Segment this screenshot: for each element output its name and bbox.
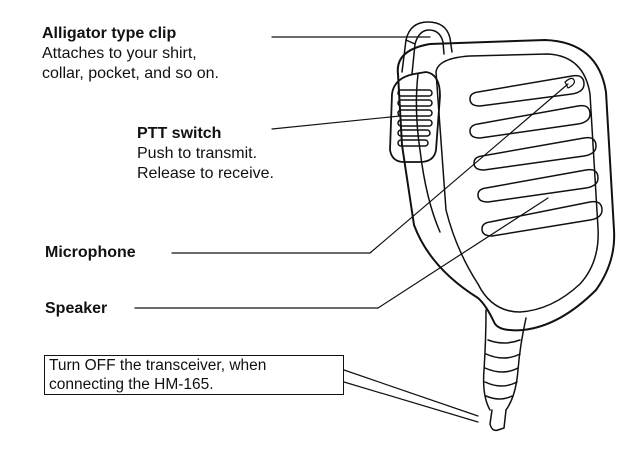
caution-note-line-2: connecting the HM-165. [49,376,214,393]
ptt-switch-desc-2: Release to receive. [137,165,274,182]
speaker-title: Speaker [45,300,108,317]
leader-lines [134,36,569,423]
microphone-label: Microphone [45,243,136,263]
ptt-switch-desc-1: Push to transmit. [137,145,258,162]
caution-note-line-1: Turn OFF the transceiver, when [49,357,267,374]
ptt-switch [389,71,441,163]
microphone-title: Microphone [45,244,136,261]
ptt-switch-title: PTT switch [137,125,222,142]
cable [482,309,527,432]
alligator-clip-title: Alligator type clip [42,25,177,42]
speaker-grille [469,74,603,237]
ptt-switch-label: PTT switch Push to transmit. Release to … [137,124,274,184]
microphone-hole [564,77,575,89]
caution-note: Turn OFF the transceiver, when connectin… [44,355,344,395]
microphone-body [396,39,616,332]
alligator-clip-desc-1: Attaches to your shirt, [42,45,197,62]
alligator-clip-label: Alligator type clip Attaches to your shi… [42,24,219,84]
alligator-clip-desc-2: collar, pocket, and so on. [42,65,219,82]
alligator-clip [401,21,453,75]
front-panel [435,53,599,313]
speaker-label: Speaker [45,299,107,319]
